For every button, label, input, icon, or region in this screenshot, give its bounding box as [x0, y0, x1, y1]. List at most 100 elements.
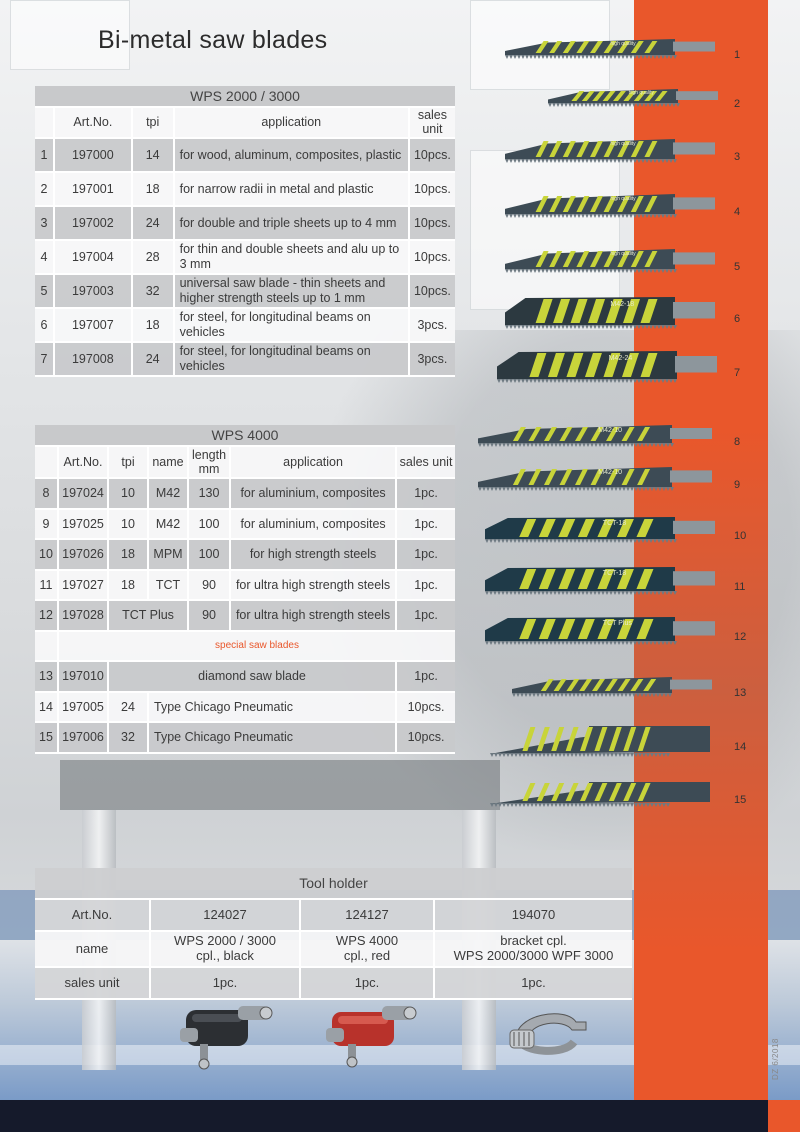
saw-blade-3: high quality [505, 138, 715, 166]
tool-holder-black-image [178, 998, 278, 1075]
table-header-row: Art.No. tpi application sales unit [35, 108, 455, 139]
blade-number-label: 1 [734, 49, 741, 61]
blade-marking: M42-24 [608, 354, 633, 362]
row-artno: 197005 [59, 692, 109, 723]
footer-accent [768, 1100, 800, 1132]
row-tpi: 18 [109, 540, 149, 571]
blade-number-label: 7 [734, 367, 741, 379]
row-index: 2 [35, 172, 55, 207]
blade-marking: high quality [610, 141, 636, 148]
blade-number-label: 10 [734, 530, 747, 542]
table-group-title: WPS 2000 / 3000 [35, 86, 455, 108]
header-tpi: tpi [132, 108, 175, 139]
row-label-name: name [35, 932, 151, 968]
row-application: for ultra high strength steels [231, 570, 398, 601]
special-section-label: special saw blades [59, 631, 455, 662]
blade-number-label: 12 [734, 631, 747, 643]
blade-number-label: 5 [734, 261, 741, 273]
saw-blade-9: M42-10 [478, 466, 712, 494]
blade-marking: high quality [628, 90, 654, 97]
row-tpi: 10 [109, 509, 149, 540]
row-name: M42 [149, 479, 189, 510]
saw-blade-12: TCT Plus [485, 616, 715, 648]
blade-marking: TCT Plus [602, 619, 632, 627]
blade-number-label: 4 [734, 206, 741, 218]
wps-4000-table: WPS 4000 Art.No. tpi name length mm appl… [35, 425, 455, 754]
holder-artno: 124127 [301, 900, 435, 932]
row-sales-unit: 10pcs. [409, 172, 455, 207]
row-artno: 197027 [59, 570, 109, 601]
row-sales-unit: 1pc. [397, 601, 455, 632]
blade-number-label: 15 [734, 794, 747, 806]
row-index: 4 [35, 240, 55, 275]
row-tpi: 24 [132, 342, 175, 377]
header-sales-unit: sales unit [397, 447, 455, 479]
header-artno: Art.No. [59, 447, 109, 479]
blade-number-label: 2 [734, 98, 741, 110]
saw-blade-10: TCT-18 [485, 516, 715, 546]
blade-number-label: 14 [734, 741, 747, 753]
row-tpi: 32 [109, 723, 149, 754]
row-label-sales-unit: sales unit [35, 968, 151, 1000]
row-length: 130 [189, 479, 232, 510]
saw-blade-13 [512, 676, 712, 700]
row-index [35, 631, 59, 662]
row-tpi: 28 [132, 240, 175, 275]
row-application: for high strength steels [231, 540, 398, 571]
footer-bar [0, 1100, 768, 1132]
tool-holder-artno-row: Art.No. 124027 124127 194070 [35, 900, 632, 932]
blade-number-label: 13 [734, 687, 747, 699]
row-tpi: 18 [132, 172, 175, 207]
blade-marking: M42-10 [598, 469, 622, 477]
row-index: 1 [35, 138, 55, 173]
table-header-row: Art.No. tpi name length mm application s… [35, 447, 455, 479]
row-artno: 197010 [59, 662, 109, 693]
row-artno: 197003 [54, 274, 133, 309]
row-index: 12 [35, 601, 59, 632]
row-sales-unit: 1pc. [397, 479, 455, 510]
row-application: for ultra high strength steels [231, 601, 398, 632]
row-sales-unit: 3pcs. [409, 308, 455, 343]
row-artno: 197001 [54, 172, 133, 207]
blade-number-label: 6 [734, 313, 741, 325]
header-tpi: tpi [109, 447, 149, 479]
header-index [35, 108, 55, 139]
header-application: application [231, 447, 398, 479]
document-code: DZ 6/2018 [771, 1038, 780, 1080]
tool-holder-red-image [322, 996, 422, 1073]
row-artno: 197008 [54, 342, 133, 377]
row-index: 14 [35, 692, 59, 723]
wps-2000-3000-table: WPS 2000 / 3000 Art.No. tpi application … [35, 86, 455, 377]
row-application: for aluminium, composites [231, 479, 398, 510]
row-description: Type Chicago Pneumatic [149, 723, 398, 754]
row-length: 90 [189, 601, 232, 632]
row-index: 9 [35, 509, 59, 540]
tool-holder-table: Tool holder Art.No. 124027 124127 194070… [35, 868, 632, 1000]
saw-blade-2: high quality [548, 88, 718, 110]
row-artno: 197007 [54, 308, 133, 343]
row-artno: 197004 [54, 240, 133, 275]
page-title: Bi-metal saw blades [98, 26, 328, 54]
special-section-row: special saw blades [35, 631, 455, 662]
row-artno: 197000 [54, 138, 133, 173]
row-tpi: 24 [132, 206, 175, 241]
blade-number-label: 3 [734, 151, 741, 163]
saw-blade-1: high quality [505, 38, 715, 62]
saw-blade-7: M42-24 [497, 350, 717, 386]
row-artno: 197024 [59, 479, 109, 510]
holder-unit: 1pc. [151, 968, 301, 1000]
blade-marking: high quality [610, 251, 636, 258]
blade-marking: high quality [610, 196, 636, 203]
header-name: name [149, 447, 189, 479]
row-name: MPM [149, 540, 189, 571]
holder-unit: 1pc. [301, 968, 435, 1000]
saw-blade-4: high quality [505, 193, 715, 221]
